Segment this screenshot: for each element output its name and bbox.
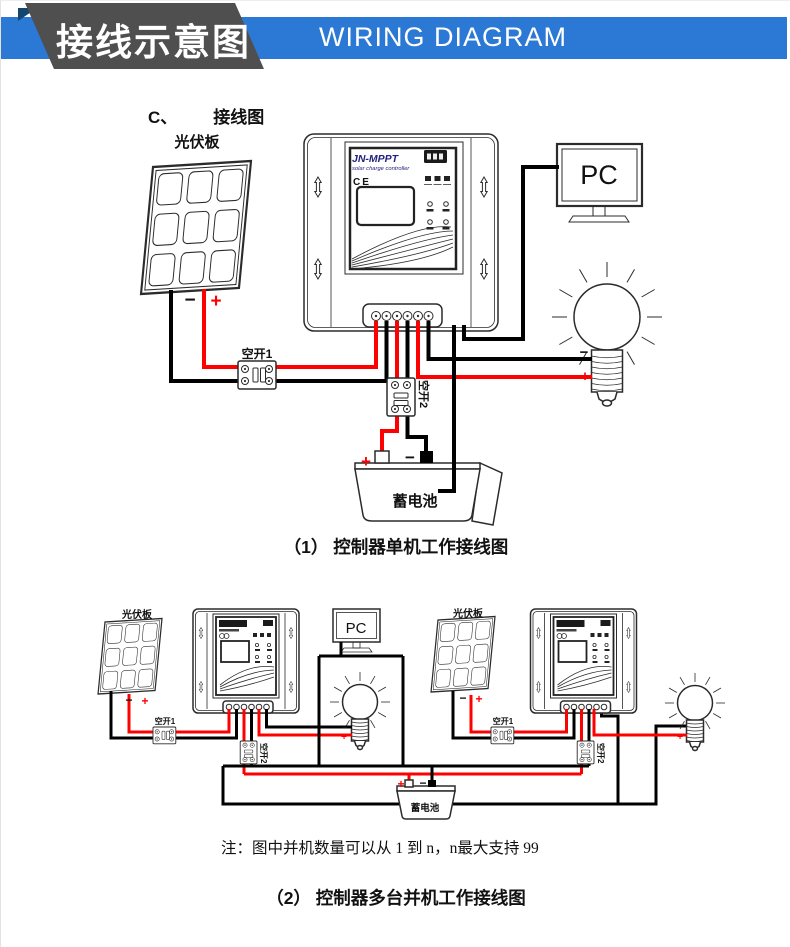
pc-monitor-2: PC bbox=[332, 608, 381, 653]
header-title-cn: 接线示意图 bbox=[56, 22, 251, 63]
pv-plus-mark-1: + bbox=[210, 291, 221, 312]
pv-plus-mark-a: + bbox=[141, 694, 148, 708]
charge-controller-1: JN-MPPT solar charge controller CE bbox=[303, 133, 499, 332]
battery-1: 蓄电池 bbox=[354, 461, 503, 526]
pv-plus-mark-b: + bbox=[475, 692, 482, 706]
battery-plus-tab-1 bbox=[374, 450, 390, 464]
pv-panel-a bbox=[97, 617, 163, 695]
lcd-display bbox=[355, 185, 416, 227]
wave-graphic bbox=[351, 226, 454, 270]
wire-pv-plus-b bbox=[469, 695, 568, 734]
pv-minus-mark-a: − bbox=[125, 693, 132, 707]
pc-label-2: PC bbox=[346, 620, 367, 637]
header-title-en: WIRING DIAGRAM bbox=[319, 22, 567, 52]
battery-minus-tab-2 bbox=[428, 780, 436, 787]
wire-load-minus-1 bbox=[426, 321, 592, 361]
bulb-plus-mark-a: + bbox=[341, 732, 347, 743]
battery-minus-mark-1: − bbox=[405, 448, 415, 467]
bulb-minus-mark-b: − bbox=[678, 722, 684, 733]
battery-2: 蓄电池 bbox=[396, 785, 456, 820]
bulb-plus-mark-1: + bbox=[581, 368, 590, 385]
pc-label-1: PC bbox=[580, 160, 618, 190]
wire-bat-plus-1 bbox=[380, 321, 399, 453]
battery-label-2: 蓄电池 bbox=[411, 802, 440, 814]
pv-panel-b bbox=[430, 615, 496, 693]
wire-bottom-loop bbox=[221, 724, 687, 806]
breaker1-unit1: 空开1 bbox=[237, 346, 277, 390]
breaker2-label-b: 空开2 bbox=[596, 743, 606, 764]
breaker2-label-1: 空开2 bbox=[417, 380, 431, 408]
breaker2-unit-b: 空开2 bbox=[576, 740, 606, 765]
breaker1-label-1: 空开1 bbox=[242, 346, 273, 361]
battery-label-1: 蓄电池 bbox=[392, 492, 437, 510]
parallel-note: 注：图中并机数量可以从 1 到 n，n最大支持 99 bbox=[221, 840, 539, 857]
breaker1-unit-b: 空开1 bbox=[490, 716, 515, 745]
diagram-single-unit: JN-MPPT solar charge controller CE bbox=[139, 133, 662, 526]
wire-load-plus-b bbox=[592, 709, 687, 737]
battery-minus-tab-1 bbox=[420, 451, 433, 463]
wire-pv-minus-1 bbox=[169, 290, 389, 383]
breaker2-unit1: 空开2 bbox=[386, 377, 431, 417]
pv-label-b: 光伏板 bbox=[452, 607, 484, 620]
controller-subtitle: solar charge controller bbox=[352, 166, 410, 172]
breaker1-label-a: 空开1 bbox=[155, 716, 176, 726]
bulb-plus-mark-b: + bbox=[677, 732, 683, 743]
bulb-minus-mark-a: − bbox=[342, 723, 348, 734]
bulb-a bbox=[329, 671, 391, 751]
terminal-strip-1 bbox=[362, 303, 443, 328]
wire-load-minus-a bbox=[265, 709, 352, 729]
caption-parallel-units: （2） 控制器多台并机工作接线图 bbox=[266, 888, 526, 908]
wire-load-plus-a bbox=[257, 709, 352, 737]
bulb-minus-mark-1: − bbox=[580, 344, 589, 361]
breaker1-label-b: 空开1 bbox=[493, 716, 514, 726]
charge-controller-a bbox=[193, 609, 299, 713]
wire-pv-plus-a bbox=[127, 694, 231, 734]
charge-controller-b bbox=[531, 609, 637, 713]
pv-label-1: 光伏板 bbox=[173, 133, 220, 151]
wire-pc-comm-1 bbox=[462, 165, 559, 341]
caption-single-unit: （1） 控制器单机工作接线图 bbox=[283, 537, 509, 557]
pc-monitor-1: PC bbox=[555, 142, 644, 223]
pv-label-a: 光伏板 bbox=[121, 608, 153, 621]
controller-brand: JN-MPPT bbox=[352, 153, 400, 165]
wire-load-plus-1 bbox=[416, 321, 592, 379]
breaker1-unit-a: 空开1 bbox=[152, 716, 177, 745]
pc-comm-wires bbox=[317, 642, 405, 766]
ce-mark: CE bbox=[353, 177, 371, 188]
diagram-parallel-units: PC 蓄电池 bbox=[97, 607, 726, 820]
battery-minus-mark-2: − bbox=[419, 776, 426, 790]
pv-minus-mark-b: − bbox=[459, 691, 466, 705]
breaker2-label-a: 空开2 bbox=[259, 743, 269, 764]
bulb-1 bbox=[552, 262, 662, 407]
pv-panel-1 bbox=[139, 159, 253, 296]
wire-pv-plus-1 bbox=[202, 289, 378, 369]
section-index: C、 bbox=[148, 108, 178, 127]
breaker2-unit-a: 空开2 bbox=[239, 740, 269, 765]
battery-plus-mark-1: + bbox=[361, 452, 371, 471]
battery-plus-tab-2 bbox=[404, 779, 414, 788]
wire-battery-aux-1 bbox=[438, 325, 456, 493]
pv-minus-mark-1: − bbox=[184, 290, 195, 311]
bulb-b bbox=[664, 672, 726, 752]
section-title: 接线图 bbox=[213, 108, 265, 127]
section-heading: C、 接线图 bbox=[148, 103, 264, 128]
battery-plus-mark-2: + bbox=[397, 777, 404, 791]
wire-pc-comm-2 bbox=[317, 642, 405, 766]
